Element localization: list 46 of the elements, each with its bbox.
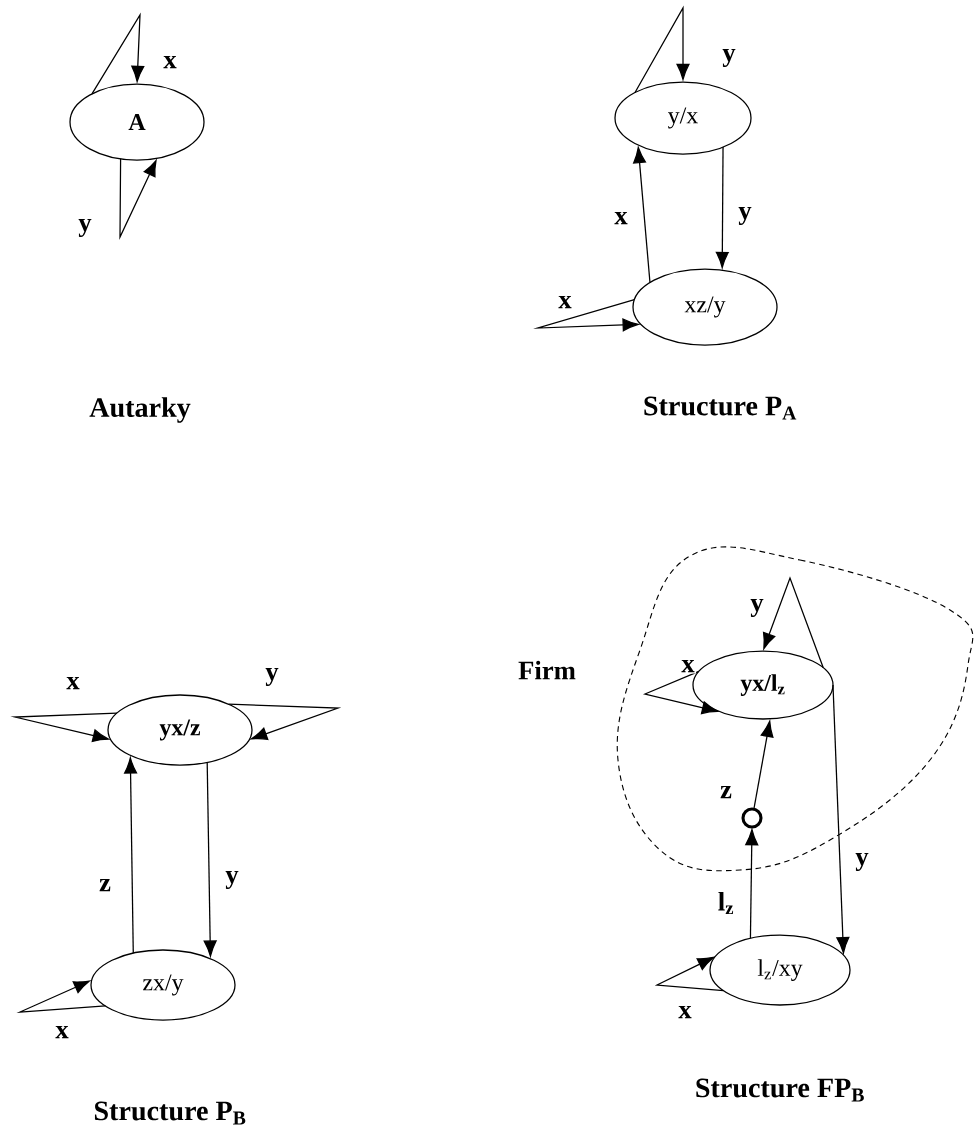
arrow	[633, 146, 651, 284]
edge-label: y	[263, 666, 281, 688]
arrow	[745, 828, 759, 939]
arrow	[10, 712, 118, 743]
edge-label: y	[853, 851, 871, 873]
edge-label: l$_{z}$	[716, 890, 736, 916]
node-label: Firm	[518, 660, 576, 680]
edge-label: z	[718, 784, 734, 800]
ellipse-node: y/x	[614, 81, 752, 155]
arrow	[832, 684, 850, 954]
structure-title: Autarky	[89, 397, 191, 423]
edge-label: x	[676, 1004, 694, 1020]
arrow	[642, 670, 719, 715]
structure-title: Structure P$_{A}$	[644, 396, 797, 420]
ellipse-node: xz/y	[632, 268, 778, 346]
edge-label: x	[53, 1024, 71, 1040]
arrow	[16, 980, 106, 1013]
arrow	[634, 5, 690, 94]
ellipse-node: A	[69, 83, 205, 161]
edge-label: y	[720, 47, 738, 69]
edge-label: x	[679, 658, 697, 674]
arrow	[753, 720, 774, 810]
edge-label: z	[97, 877, 113, 893]
structure-title: Structure FP$_{B}$	[696, 1078, 864, 1102]
edge-label: x	[64, 675, 82, 691]
edge-label: x	[612, 210, 630, 226]
edge-label: x	[556, 294, 574, 310]
arrow	[203, 761, 217, 957]
small-circle	[741, 807, 763, 829]
ellipse-node: zx/y	[90, 949, 236, 1021]
ellipse-node: yx/z	[107, 694, 253, 766]
arrow	[91, 12, 145, 95]
edge-label: y	[76, 217, 94, 239]
arrow	[124, 757, 138, 954]
structure-title: Structure P$_{B}$	[94, 1101, 246, 1125]
arrow	[119, 158, 157, 240]
arrow	[227, 703, 342, 740]
edge-label: x	[161, 54, 179, 70]
arrow	[532, 298, 639, 332]
arrow	[762, 576, 824, 669]
edge-label: y	[223, 869, 241, 891]
edge-label: y	[748, 597, 766, 619]
edge-label: y	[736, 205, 754, 227]
arrow	[654, 956, 725, 992]
arrow	[715, 146, 729, 269]
ellipse-node: l$_{z}$/xy	[709, 934, 851, 1006]
